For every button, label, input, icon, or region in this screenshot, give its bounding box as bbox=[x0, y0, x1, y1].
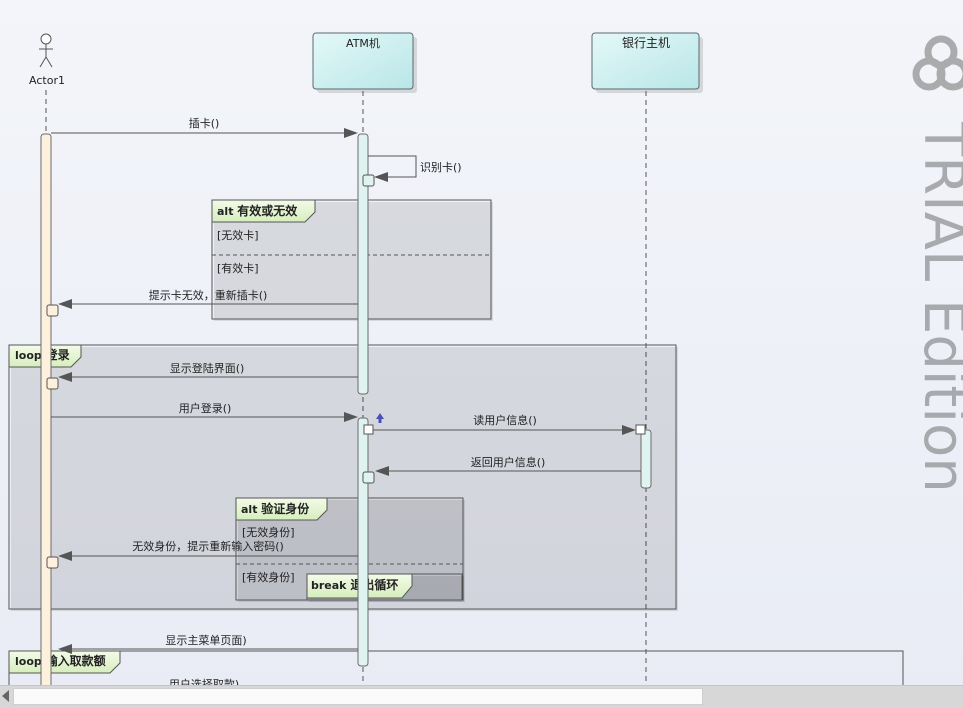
actor-lifeline-head[interactable]: Actor1 bbox=[29, 33, 65, 87]
atm-activation-bar bbox=[357, 133, 369, 395]
fragment-title: 有效或无效 bbox=[237, 203, 298, 218]
svg-text:显示主菜单页面): 显示主菜单页面) bbox=[165, 634, 246, 647]
svg-text:显示登陆界面(): 显示登陆界面() bbox=[170, 361, 245, 375]
watermark-text: TRIAL Edition bbox=[911, 121, 963, 493]
atm-activation-bar-2 bbox=[357, 417, 369, 667]
svg-text:用户登录(): 用户登录() bbox=[179, 401, 232, 415]
svg-text:break 退出循环: break 退出循环 bbox=[311, 577, 398, 592]
message-read-user-info[interactable]: 读用户信息() bbox=[363, 413, 646, 435]
bank-activation-bar bbox=[640, 429, 652, 489]
guard-invalid-card: [无效卡] bbox=[217, 228, 259, 242]
loop-fragment-login[interactable]: loop 登录 bbox=[8, 344, 678, 611]
fragment-title: 输入取款额 bbox=[46, 653, 106, 668]
message-user-login[interactable]: 用户登录() bbox=[51, 401, 358, 422]
svg-text:alt 验证身份: alt 验证身份 bbox=[241, 501, 310, 516]
bank-lifeline-head[interactable]: 银行主机 bbox=[591, 32, 703, 93]
break-fragment-exit-loop[interactable]: break 退出循环 bbox=[306, 573, 464, 602]
fragment-kind: loop bbox=[15, 349, 42, 362]
bank-name: 银行主机 bbox=[622, 36, 670, 50]
loop-fragment-amount[interactable]: loop 输入取款额 bbox=[8, 650, 904, 692]
watermark-logo-icon bbox=[912, 35, 963, 91]
alt-fragment-card-validity[interactable]: alt 有效或无效 [无效卡] [有效卡] bbox=[211, 199, 493, 321]
fragment-kind: break bbox=[311, 579, 347, 592]
guard-valid-card: [有效卡] bbox=[217, 261, 259, 275]
message-return-user-info[interactable]: 返回用户信息() bbox=[375, 455, 641, 476]
svg-text:识别卡(): 识别卡() bbox=[420, 161, 462, 174]
atm-execution-return bbox=[362, 471, 375, 484]
scroll-left-arrow-icon[interactable] bbox=[2, 690, 9, 702]
fragment-kind: alt bbox=[241, 503, 257, 516]
trial-watermark: TRIAL Edition bbox=[911, 35, 963, 493]
message-invalid-card-prompt[interactable]: 提示卡无效，重新插卡() bbox=[58, 288, 358, 309]
actor-execution-3 bbox=[46, 556, 59, 569]
message-invalid-identity-prompt[interactable]: 无效身份，提示重新输入密码() bbox=[58, 539, 358, 561]
message-show-login-screen[interactable]: 显示登陆界面() bbox=[58, 361, 358, 382]
svg-text:提示卡无效，重新插卡(): 提示卡无效，重新插卡() bbox=[149, 288, 268, 302]
svg-text:返回用户信息(): 返回用户信息() bbox=[471, 455, 546, 469]
svg-text:读用户信息(): 读用户信息() bbox=[473, 413, 537, 427]
guard-invalid-identity: [无效身份] bbox=[242, 525, 295, 539]
atm-lifeline-head[interactable]: ATM机 bbox=[312, 32, 417, 93]
message-show-main-menu[interactable]: 显示主菜单页面) bbox=[58, 634, 358, 654]
fragment-kind: loop bbox=[15, 655, 42, 668]
svg-text:alt 有效或无效: alt 有效或无效 bbox=[217, 203, 298, 218]
svg-text:插卡(): 插卡() bbox=[189, 116, 220, 130]
actor-activation-bar bbox=[40, 133, 52, 695]
guard-valid-identity: [有效身份] bbox=[242, 570, 295, 584]
atm-self-execution bbox=[362, 174, 375, 187]
fragment-kind: alt bbox=[217, 205, 233, 218]
scrollbar-thumb[interactable] bbox=[13, 688, 703, 705]
svg-text:loop 输入取款额: loop 输入取款额 bbox=[15, 653, 106, 668]
horizontal-scrollbar[interactable] bbox=[0, 685, 963, 708]
actor-execution-1 bbox=[46, 304, 59, 317]
message-identify-card[interactable]: 识别卡() bbox=[368, 155, 462, 182]
actor-name: Actor1 bbox=[29, 74, 65, 87]
marker-up-arrow-icon bbox=[376, 413, 384, 423]
message-insert-card[interactable]: 插卡() bbox=[51, 116, 358, 138]
actor-execution-2 bbox=[46, 377, 59, 390]
fragment-title: 验证身份 bbox=[261, 501, 310, 516]
svg-text:无效身份，提示重新输入密码(): 无效身份，提示重新输入密码() bbox=[132, 539, 284, 553]
atm-name: ATM机 bbox=[346, 36, 380, 50]
